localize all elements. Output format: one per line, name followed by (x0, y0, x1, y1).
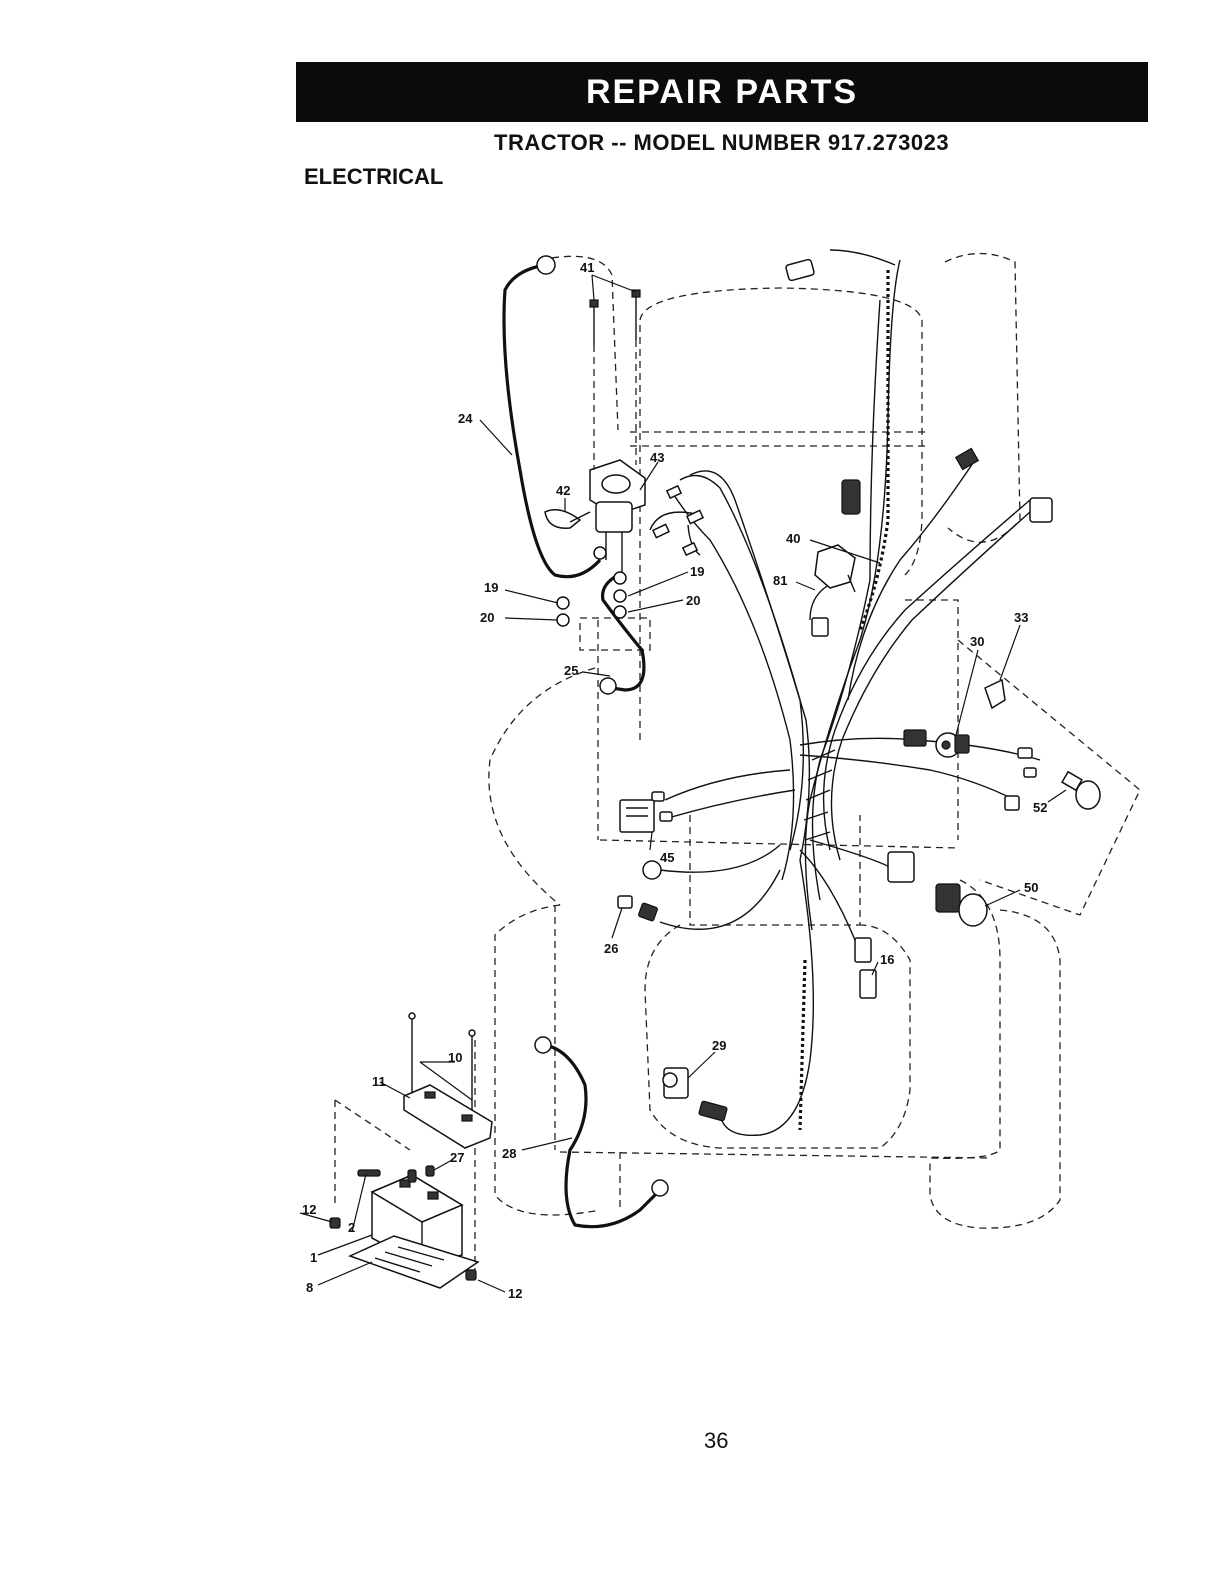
callout-12-left: 12 (302, 1202, 316, 1217)
connector-block (888, 852, 914, 882)
callout-81: 81 (773, 573, 787, 588)
cable-24 (504, 265, 600, 577)
pto-switch-50 (936, 884, 987, 926)
nut-20-right (614, 606, 626, 618)
callout-19-right: 19 (690, 564, 704, 579)
callout-12-right: 12 (508, 1286, 522, 1301)
terminal-ring-2 (594, 547, 606, 559)
callout-50: 50 (1024, 880, 1038, 895)
terminal-ring (614, 572, 626, 584)
callout-16: 16 (880, 952, 894, 967)
key-33 (985, 680, 1005, 708)
battery-assembly (330, 1013, 492, 1288)
connector-dash-1 (652, 792, 664, 801)
connector-16-top (855, 938, 871, 962)
callout-41: 41 (580, 260, 594, 275)
washer-19-right (614, 590, 626, 602)
connector-lower-left (812, 618, 828, 636)
callout-1: 1 (310, 1250, 317, 1265)
cable-25-terminal (600, 678, 616, 694)
callout-2: 2 (348, 1220, 355, 1235)
callout-10: 10 (448, 1050, 462, 1065)
callout-28: 28 (502, 1146, 516, 1161)
callout-33: 33 (1014, 610, 1028, 625)
callout-29: 29 (712, 1038, 726, 1053)
callout-42: 42 (556, 483, 570, 498)
connector-hood (842, 480, 860, 514)
callout-24: 24 (458, 411, 473, 426)
callout-30: 30 (970, 634, 984, 649)
callout-45: 45 (660, 850, 674, 865)
connector-29 (699, 1101, 728, 1121)
callout-19-left: 19 (484, 580, 498, 595)
connector-far-right (1030, 498, 1052, 522)
cable-28-terminal-bottom (652, 1180, 668, 1196)
connector-right-2 (1024, 768, 1036, 777)
connector-small-4 (683, 543, 697, 555)
seat-switch-16 (860, 970, 876, 998)
callout-8: 8 (306, 1280, 313, 1295)
ignition-switch-30 (936, 733, 969, 757)
connector-small-3 (653, 524, 669, 537)
callout-20-left: 20 (480, 610, 494, 625)
part-callouts: 41 24 42 43 19 20 19 20 25 40 81 30 33 5… (302, 260, 1047, 1301)
relay-81 (815, 545, 855, 592)
connector-dash-2 (660, 812, 672, 821)
mounting-bolts (590, 290, 640, 470)
switch-26 (618, 896, 658, 921)
cable-28 (545, 1045, 660, 1227)
callout-26: 26 (604, 941, 618, 956)
ground-ring (643, 861, 661, 879)
callout-52: 52 (1033, 800, 1047, 815)
cable-28-terminal-top (535, 1037, 551, 1053)
connector-small-1 (667, 486, 681, 498)
callout-20-right: 20 (686, 593, 700, 608)
callout-25: 25 (564, 663, 578, 678)
connector-right-3 (1005, 796, 1019, 810)
wiring-harness (650, 250, 1040, 1135)
connector-right-1 (1018, 748, 1032, 758)
callout-11: 11 (372, 1074, 386, 1089)
callout-27: 27 (450, 1150, 464, 1165)
nut-20-left (557, 614, 569, 626)
fuel-solenoid-29 (663, 1068, 688, 1098)
callout-40: 40 (786, 531, 800, 546)
solenoid (545, 460, 645, 575)
connector-mid (904, 730, 926, 746)
connector-top (785, 259, 814, 281)
washer-19-left (557, 597, 569, 609)
light-bulb-52 (1062, 772, 1100, 809)
cable-24-terminal (537, 256, 555, 274)
connector-right (956, 448, 979, 469)
callout-43: 43 (650, 450, 664, 465)
